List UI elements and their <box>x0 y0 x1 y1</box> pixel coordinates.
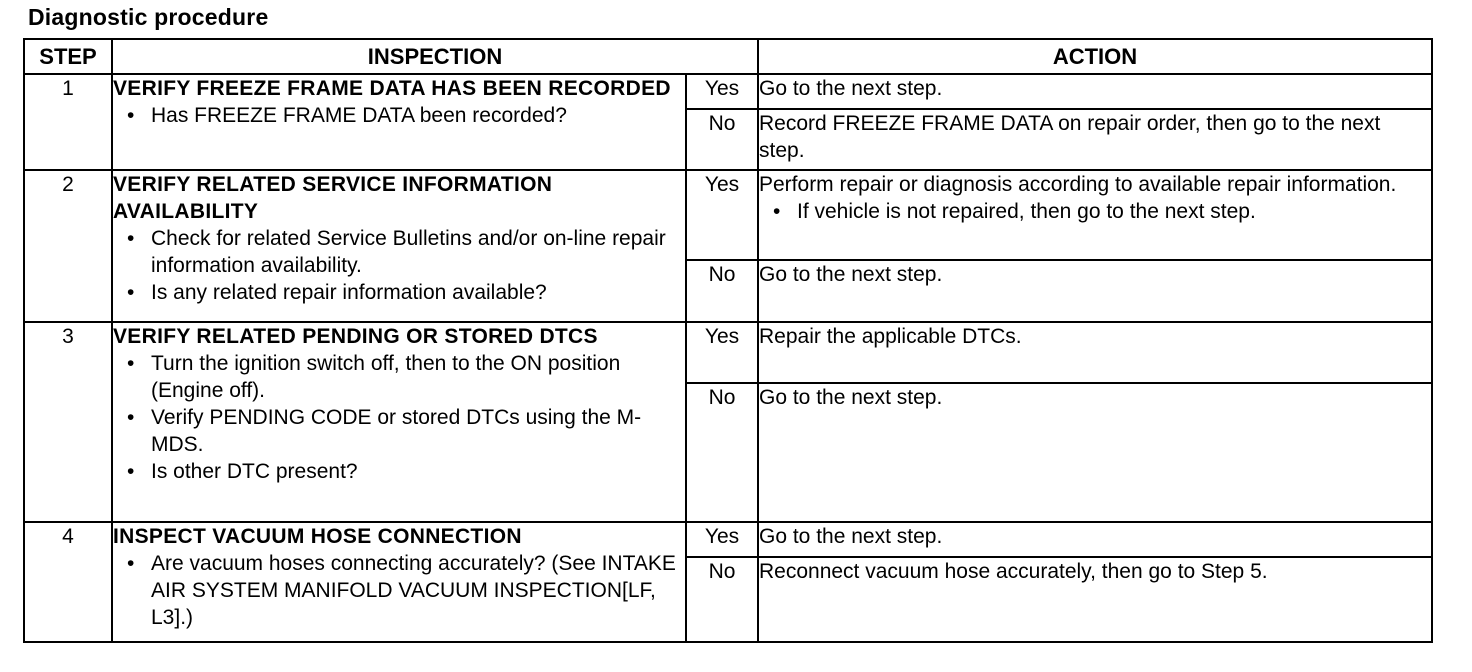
no-action: Go to the next step. <box>757 259 1433 324</box>
inspection-cell: VERIFY RELATED PENDING OR STORED DTCSTur… <box>111 321 687 523</box>
inspection-bullet: Check for related Service Bulletins and/… <box>113 225 685 279</box>
action-text: Go to the next step. <box>759 386 943 410</box>
action-text: Perform repair or diagnosis according to… <box>759 173 1397 197</box>
no-label: No <box>685 382 759 523</box>
no-label: No <box>685 259 759 324</box>
inspection-title: VERIFY FREEZE FRAME DATA HAS BEEN RECORD… <box>113 77 671 100</box>
inspection-bullets: Check for related Service Bulletins and/… <box>113 225 685 306</box>
inspection-bullet: Is any related repair information availa… <box>113 279 685 306</box>
no-action: Go to the next step. <box>757 382 1433 523</box>
yes-action: Go to the next step. <box>757 72 1433 111</box>
action-text: Go to the next step. <box>759 77 943 100</box>
yes-label: Yes <box>685 169 759 262</box>
step-header: STEP <box>23 38 113 75</box>
inspection-bullet: Are vacuum hoses connecting accurately? … <box>113 550 685 631</box>
no-action: Record FREEZE FRAME DATA on repair order… <box>757 108 1433 172</box>
yes-label: Yes <box>685 520 759 558</box>
action-bullet: If vehicle is not repaired, then go to t… <box>759 198 1431 225</box>
inspection-title: VERIFY RELATED SERVICE INFORMATION AVAIL… <box>113 173 553 224</box>
page-title: Diagnostic procedure <box>28 4 269 30</box>
step-number: 3 <box>23 321 113 523</box>
no-action: Reconnect vacuum hose accurately, then g… <box>757 555 1433 644</box>
inspection-bullet: Verify PENDING CODE or stored DTCs using… <box>113 404 685 458</box>
inspection-bullet: Is other DTC present? <box>113 458 685 485</box>
inspection-bullets: Has FREEZE FRAME DATA been recorded? <box>113 102 685 129</box>
inspection-title: VERIFY RELATED PENDING OR STORED DTCS <box>113 325 598 349</box>
inspection-bullets: Are vacuum hoses connecting accurately? … <box>113 550 685 631</box>
action-text: Reconnect vacuum hose accurately, then g… <box>759 559 1268 583</box>
action-text: Go to the next step. <box>759 524 943 548</box>
step-number: 1 <box>23 72 113 172</box>
no-label: No <box>685 555 759 644</box>
yes-label: Yes <box>685 72 759 111</box>
yes-action: Go to the next step. <box>757 520 1433 558</box>
step-number: 4 <box>23 520 113 644</box>
action-text: Go to the next step. <box>759 263 943 287</box>
inspection-title: INSPECT VACUUM HOSE CONNECTION <box>113 524 522 548</box>
header-row: STEP INSPECTION ACTION <box>23 38 1433 75</box>
action-header: ACTION <box>757 38 1433 75</box>
inspection-bullet: Turn the ignition switch off, then to th… <box>113 350 685 404</box>
inspection-bullet: Has FREEZE FRAME DATA been recorded? <box>113 102 685 129</box>
yes-action: Repair the applicable DTCs. <box>757 321 1433 385</box>
step-number: 2 <box>23 169 113 324</box>
inspection-bullets: Turn the ignition switch off, then to th… <box>113 350 685 485</box>
yes-label: Yes <box>685 321 759 385</box>
action-text: Record FREEZE FRAME DATA on repair order… <box>759 112 1381 163</box>
yes-action: Perform repair or diagnosis according to… <box>757 169 1433 262</box>
inspection-cell: INSPECT VACUUM HOSE CONNECTIONAre vacuum… <box>111 520 687 644</box>
inspection-header: INSPECTION <box>111 38 759 75</box>
inspection-cell: VERIFY RELATED SERVICE INFORMATION AVAIL… <box>111 169 687 324</box>
action-text: Repair the applicable DTCs. <box>759 325 1022 349</box>
action-bullets: If vehicle is not repaired, then go to t… <box>759 198 1431 225</box>
no-label: No <box>685 108 759 172</box>
inspection-cell: VERIFY FREEZE FRAME DATA HAS BEEN RECORD… <box>111 72 687 172</box>
